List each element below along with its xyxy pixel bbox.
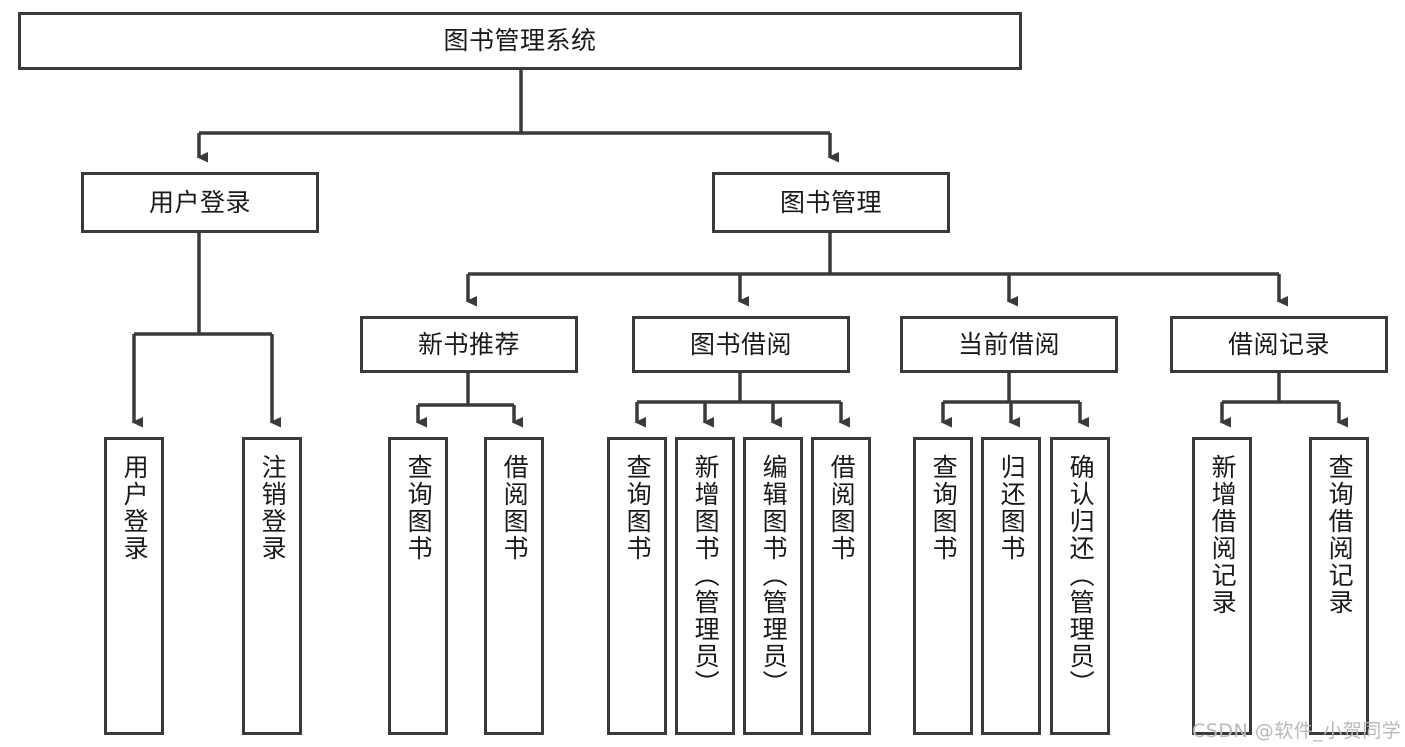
node-label: 注销登录 — [258, 454, 288, 562]
node-label: 借阅记录 — [1227, 329, 1330, 359]
node-leaf-user-logout[interactable]: 注销登录 — [242, 437, 302, 735]
node-leaf-query-book-borrow[interactable]: 查询图书 — [607, 437, 667, 735]
node-leaf-confirm-return-admin[interactable]: 确认归还（管理员） — [1050, 437, 1110, 735]
node-label: 借阅图书 — [500, 454, 530, 562]
node-root-book-management-system[interactable]: 图书管理系统 — [18, 12, 1022, 70]
node-label: 图书管理 — [779, 187, 882, 217]
node-new-book-recommendation[interactable]: 新书推荐 — [360, 316, 578, 373]
node-label: 新增图书（管理员） — [691, 454, 721, 697]
csdn-watermark: CSDN @软件_小贺同学 — [1192, 720, 1402, 742]
node-label: 用户登录 — [120, 454, 150, 562]
node-leaf-query-book-current[interactable]: 查询图书 — [913, 437, 973, 735]
node-label: 借阅图书 — [827, 454, 857, 562]
node-leaf-query-book-rec[interactable]: 查询图书 — [388, 437, 448, 735]
node-leaf-borrow-book-rec[interactable]: 借阅图书 — [484, 437, 544, 735]
node-label: 确认归还（管理员） — [1066, 454, 1096, 697]
node-current-borrowing[interactable]: 当前借阅 — [900, 316, 1118, 373]
node-leaf-user-login[interactable]: 用户登录 — [104, 437, 164, 735]
node-label: 编辑图书（管理员） — [759, 454, 789, 697]
node-label: 用户登录 — [148, 187, 251, 217]
node-leaf-return-book[interactable]: 归还图书 — [981, 437, 1041, 735]
node-leaf-query-borrow-record[interactable]: 查询借阅记录 — [1309, 437, 1369, 735]
node-leaf-borrow-book[interactable]: 借阅图书 — [811, 437, 871, 735]
node-label: 查询图书 — [404, 454, 434, 562]
node-label: 查询图书 — [623, 454, 653, 562]
node-leaf-add-borrow-record[interactable]: 新增借阅记录 — [1192, 437, 1252, 735]
node-leaf-edit-book-admin[interactable]: 编辑图书（管理员） — [743, 437, 803, 735]
node-book-management[interactable]: 图书管理 — [712, 172, 950, 233]
node-label: 归还图书 — [997, 454, 1027, 562]
node-label: 新增借阅记录 — [1208, 454, 1238, 616]
node-user-login[interactable]: 用户登录 — [81, 172, 319, 233]
node-borrowing-record[interactable]: 借阅记录 — [1170, 316, 1388, 373]
node-label: 图书管理系统 — [443, 26, 597, 56]
node-label: 查询图书 — [929, 454, 959, 562]
node-label: 查询借阅记录 — [1325, 454, 1355, 616]
node-label: 新书推荐 — [417, 329, 520, 359]
node-leaf-add-book-admin[interactable]: 新增图书（管理员） — [675, 437, 735, 735]
node-book-borrowing[interactable]: 图书借阅 — [632, 316, 850, 373]
node-label: 图书借阅 — [689, 329, 792, 359]
node-label: 当前借阅 — [957, 329, 1060, 359]
